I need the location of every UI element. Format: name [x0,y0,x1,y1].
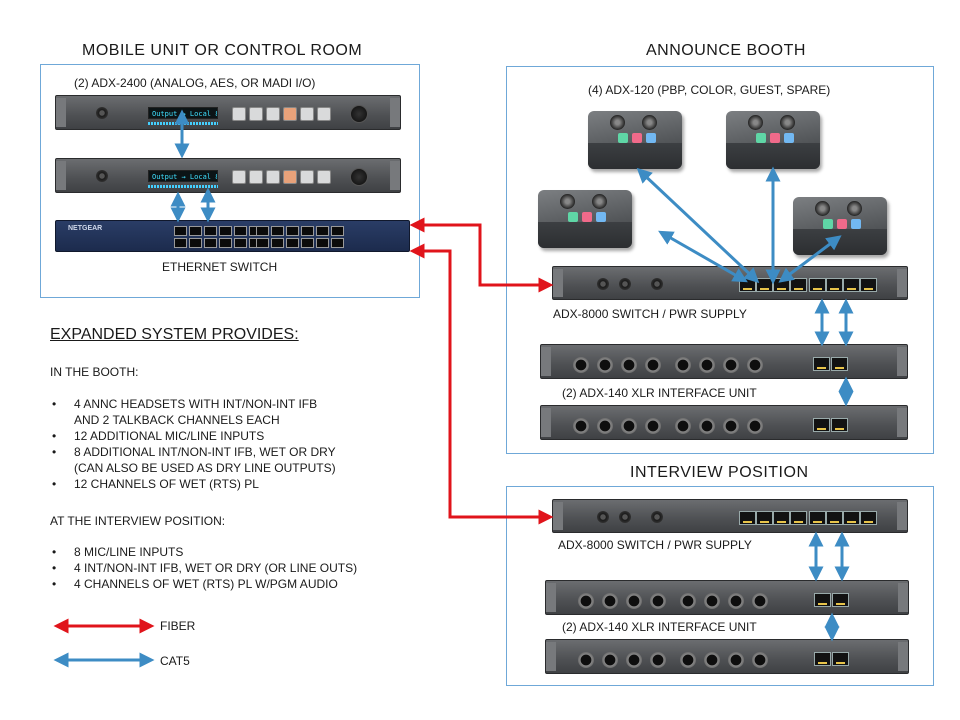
cat5-console4-link [778,235,842,283]
adx8000-interview-unit [552,499,908,533]
switch-ports-right-b [256,238,344,248]
booth-item-continued: (CAN ALSO BE USED AS DRY LINE OUTPUTS) [74,461,336,475]
panel-button [266,107,280,121]
mobile-unit-box [40,64,420,298]
booth-item-continued: AND 2 TALKBACK CHANNELS EACH [74,413,280,427]
panel-button [249,170,263,184]
interview-position-title: INTERVIEW POSITION [630,464,809,481]
adx140-booth-label: (2) ADX-140 XLR INTERFACE UNIT [562,386,757,400]
interview-list: 8 MIC/LINE INPUTS 4 INT/NON-INT IFB, WET… [50,544,357,592]
legend-fiber-label: FIBER [160,619,196,633]
level-meter [148,185,218,188]
interview-item: 8 MIC/LINE INPUTS [50,544,357,560]
system-heading: EXPANDED SYSTEM PROVIDES: [50,326,299,343]
interview-item: 4 INT/NON-INT IFB, WET OR DRY (OR LINE O… [50,560,357,576]
adx140-interview-unit-2 [545,639,909,674]
lcd-display: Output → Local 8] [148,170,218,182]
panel-button [249,107,263,121]
panel-button [300,170,314,184]
switch-ports-left-b [174,238,262,248]
booth-item: 4 ANNC HEADSETS WITH INT/NON-INT IFB [50,396,336,412]
headphone-jack [96,170,108,182]
panel-button [232,170,246,184]
adx8000-booth-label: ADX-8000 SWITCH / PWR SUPPLY [553,307,747,321]
adx120-console-2 [726,111,820,169]
interview-heading: AT THE INTERVIEW POSITION: [50,514,226,528]
adx140-booth-unit-1 [540,344,908,379]
adx120-label: (4) ADX-120 (PBP, COLOR, GUEST, SPARE) [588,83,831,97]
fiber-switch-booth-link [409,217,554,293]
switch-ports-right [256,226,344,236]
mobile-unit-title: MOBILE UNIT OR CONTROL ROOM [82,42,363,59]
adx2400-label: (2) ADX-2400 (ANALOG, AES, OR MADI I/O) [74,76,316,90]
panel-button [283,170,297,184]
switch-brand: NETGEAR [68,225,103,232]
booth-item: 12 ADDITIONAL MIC/LINE INPUTS [50,428,336,444]
booth-item: 12 CHANNELS OF WET (RTS) PL [50,476,336,492]
adx140-booth-unit-2 [540,405,908,440]
control-knob [350,168,368,186]
ethernet-switch-unit: NETGEAR [55,220,410,252]
interview-item: 4 CHANNELS OF WET (RTS) PL W/PGM AUDIO [50,576,357,592]
announce-booth-title: ANNOUNCE BOOTH [646,42,806,59]
legend-cat5-label: CAT5 [160,654,190,668]
control-knob [350,105,368,123]
interview-position-box [506,486,934,686]
booth-item: 8 ADDITIONAL INT/NON-INT IFB, WET OR DRY [50,444,336,460]
adx120-console-3 [538,190,632,248]
panel-button [266,170,280,184]
panel-button [317,107,331,121]
fiber-switch-interview-link [409,243,554,525]
adx2400-unit-2: Output → Local 8] [55,158,401,193]
booth-heading: IN THE BOOTH: [50,365,139,379]
panel-button [317,170,331,184]
adx140-interview-unit-1 [545,580,909,615]
cat5-console3-link [658,230,748,283]
ethernet-switch-label: ETHERNET SWITCH [162,260,278,274]
adx140-interview-label: (2) ADX-140 XLR INTERFACE UNIT [562,620,757,634]
switch-ports-left [174,226,262,236]
booth-list: 4 ANNC HEADSETS WITH INT/NON-INT IFB AND… [50,396,336,492]
cat5-console1-link [636,167,760,284]
panel-button [283,107,297,121]
panel-button [300,107,314,121]
panel-button [232,107,246,121]
adx8000-interview-label: ADX-8000 SWITCH / PWR SUPPLY [558,538,752,552]
adx120-console-1 [588,111,682,169]
headphone-jack [96,107,108,119]
